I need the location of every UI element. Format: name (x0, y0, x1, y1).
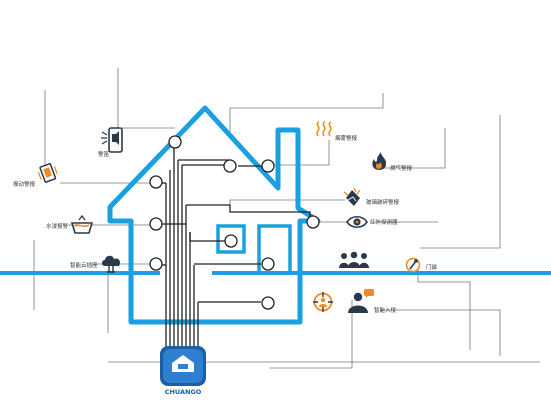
brand-name: CHUANGO (165, 388, 202, 396)
cloud-plug-icon (102, 255, 121, 273)
people-group-icon (339, 251, 369, 268)
intrusion-label: 智能入侵 (374, 306, 397, 314)
intruder-icon (348, 289, 374, 313)
smoke-icon (316, 121, 332, 137)
node-intrusion (261, 296, 275, 310)
vibration-icon (37, 163, 58, 183)
node-window (224, 234, 238, 248)
guide-smoke-top (229, 93, 384, 132)
house-outline (107, 105, 321, 325)
guide-door (417, 266, 471, 350)
wiring (162, 142, 311, 347)
guide-right-tall (420, 115, 501, 249)
siren-phone-icon (101, 127, 123, 153)
water-label: 水浸报警 (46, 222, 69, 230)
door (257, 224, 292, 273)
node-smoke-a (223, 159, 237, 173)
node-water (149, 217, 163, 231)
eye-icon (346, 215, 368, 229)
vibration-label: 振动警报 (13, 180, 36, 188)
guide-gas (380, 128, 446, 169)
guide-alarm (117, 68, 175, 129)
window (216, 224, 246, 254)
node-door (261, 257, 275, 271)
node-cloud (149, 257, 163, 271)
target-icon (313, 292, 333, 312)
fire-icon (372, 152, 387, 170)
guide-smoke-right (270, 140, 330, 166)
hub-device: CHUANGO (160, 346, 206, 396)
guide-glass (229, 199, 345, 205)
pir-label: 红外探测器 (370, 218, 398, 226)
smoke-label: 烟雾警报 (335, 134, 358, 142)
door-sensor-icon (405, 257, 421, 273)
node-alarm (168, 135, 182, 149)
connectors (149, 135, 320, 310)
water-icon (70, 214, 94, 234)
gas-label: 燃气警报 (390, 164, 413, 172)
glass-label: 玻璃破碎警报 (366, 198, 400, 206)
door-label: 门磁 (426, 263, 438, 271)
node-vibration (149, 175, 163, 189)
glass-break-icon (343, 187, 361, 206)
alarm-label: 警笛 (98, 150, 110, 158)
home-icon (172, 355, 194, 372)
guide-intrusion (380, 309, 501, 356)
node-smoke-b (261, 159, 275, 173)
node-pir (306, 215, 320, 229)
cloud-label: 智能云插座 (70, 261, 98, 269)
